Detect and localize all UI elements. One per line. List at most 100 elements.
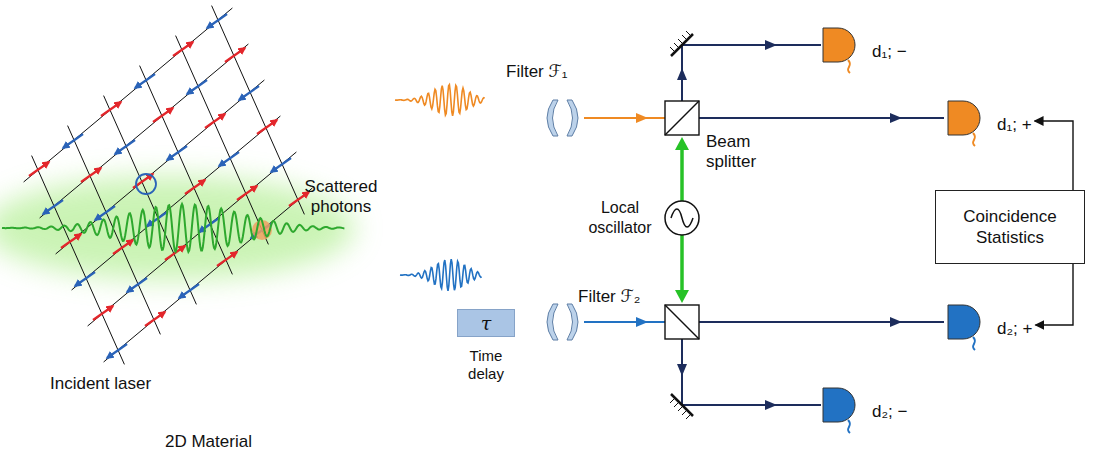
lo-arrowhead xyxy=(675,290,689,303)
spin-down-arrow xyxy=(107,344,127,358)
splitter-diagonal xyxy=(665,305,699,339)
figure-label: Filter ℱ₂ xyxy=(578,287,688,307)
scattered-photon-orange xyxy=(395,85,485,116)
spin-up-arrow xyxy=(257,120,277,134)
lattice-line xyxy=(40,44,249,218)
detector-label: d₁; − xyxy=(872,42,907,74)
beam-arrowhead xyxy=(890,113,902,123)
detector: d₁; + xyxy=(945,95,1032,147)
mirror xyxy=(671,34,693,56)
spin-up-arrow xyxy=(93,306,113,320)
lattice-line xyxy=(212,6,305,215)
spin-up-arrow xyxy=(101,102,121,116)
beam-line xyxy=(699,117,944,119)
time-delay-element: τTime delay xyxy=(455,309,517,383)
detector-wire xyxy=(973,133,975,146)
sine-symbol xyxy=(671,209,693,227)
spin-down-arrow xyxy=(199,218,219,232)
figure-label: Filter ℱ₁ xyxy=(506,62,616,82)
blue-beam xyxy=(584,321,665,323)
spin-up-arrow xyxy=(61,234,81,248)
beam-line xyxy=(682,45,821,101)
detector-body xyxy=(948,101,980,135)
beam-arrowheads xyxy=(677,40,902,410)
spin-down-arrow xyxy=(63,134,83,148)
process-box: Coincidence Statistics xyxy=(935,190,1085,264)
orange-beam xyxy=(584,117,665,119)
detector-symbol xyxy=(820,382,864,434)
spin-down-arrow xyxy=(179,284,199,298)
filter-lens xyxy=(547,304,558,340)
detector-label: d₁; + xyxy=(997,115,1032,147)
detector: d₁; − xyxy=(820,22,907,74)
spin-down-arrow xyxy=(219,152,239,166)
spin-up-arrow xyxy=(29,162,49,176)
detector-label: d₂; − xyxy=(872,402,907,434)
spin-down-arrow xyxy=(115,140,135,154)
spin-down-arrow xyxy=(207,14,227,28)
detector: d₂; − xyxy=(820,382,907,434)
filter-lens xyxy=(567,100,578,136)
lo-beam xyxy=(680,235,684,292)
spin-up-arrow xyxy=(81,168,101,182)
spin-up-arrow xyxy=(113,240,133,254)
spin-up-arrow xyxy=(153,108,173,122)
spin-up-arrow xyxy=(185,180,205,194)
spin-down-arrow xyxy=(187,80,207,94)
detector-symbol xyxy=(945,95,989,147)
lattice-line xyxy=(24,8,233,182)
oscillator-symbol xyxy=(665,201,699,235)
mirror xyxy=(671,394,693,416)
lattice-line xyxy=(104,96,197,305)
detector-body xyxy=(823,28,855,62)
lattice-line xyxy=(32,156,125,365)
box-label: Coincidence Statistics xyxy=(944,206,1076,248)
lo-beam xyxy=(680,148,684,201)
scattered-photon-blue xyxy=(400,259,482,291)
lo-arrowhead xyxy=(675,137,689,150)
detector-symbol xyxy=(820,22,864,74)
figure-label: 2D Material xyxy=(165,432,305,452)
beam-line xyxy=(682,339,821,405)
figure-label: Beam splitter xyxy=(706,132,776,172)
mirror-hatch xyxy=(670,31,691,52)
output-beams xyxy=(682,45,944,405)
spin-down-arrow xyxy=(135,74,155,88)
spin-down-arrow xyxy=(167,146,187,160)
beam-arrowhead xyxy=(890,317,902,327)
detector: d₂; + xyxy=(945,299,1032,351)
figure-label: Scattered photons xyxy=(295,177,387,217)
detector-wire xyxy=(848,420,850,433)
mirror-hatch xyxy=(670,398,691,419)
detector-body xyxy=(823,388,855,422)
detector-label: d₂; + xyxy=(997,319,1032,351)
local-oscillator-paths xyxy=(665,137,699,303)
spin-up-arrow xyxy=(237,186,257,200)
lattice-line xyxy=(72,116,281,290)
lattice-line xyxy=(104,188,313,362)
spin-up-arrow xyxy=(145,312,165,326)
figure-label: Local oscillator xyxy=(578,198,662,238)
spin-down-arrow xyxy=(271,158,291,172)
laser-glow xyxy=(0,176,355,280)
beam-line xyxy=(699,321,944,323)
spin-up-arrow xyxy=(225,48,245,62)
spin-down-arrow xyxy=(95,206,115,220)
connector-arrow xyxy=(1035,121,1073,190)
beam-arrowhead xyxy=(765,40,777,50)
beam-splitters xyxy=(665,101,699,339)
filter-2 xyxy=(547,304,578,340)
beam-arrowhead xyxy=(765,400,777,410)
beam-splitter xyxy=(665,305,699,339)
beam-arrowhead xyxy=(636,113,648,123)
delay-symbol: τ xyxy=(457,309,515,337)
detector-body xyxy=(948,305,980,339)
filter-1 xyxy=(547,100,578,136)
spin-up-arrow xyxy=(173,42,193,56)
spin-down-arrow xyxy=(43,200,63,214)
detector-wire xyxy=(973,337,975,350)
beam-arrowhead xyxy=(677,364,687,376)
excitation-circle xyxy=(136,174,156,194)
filter-lens xyxy=(567,304,578,340)
lattice-line xyxy=(88,152,297,326)
